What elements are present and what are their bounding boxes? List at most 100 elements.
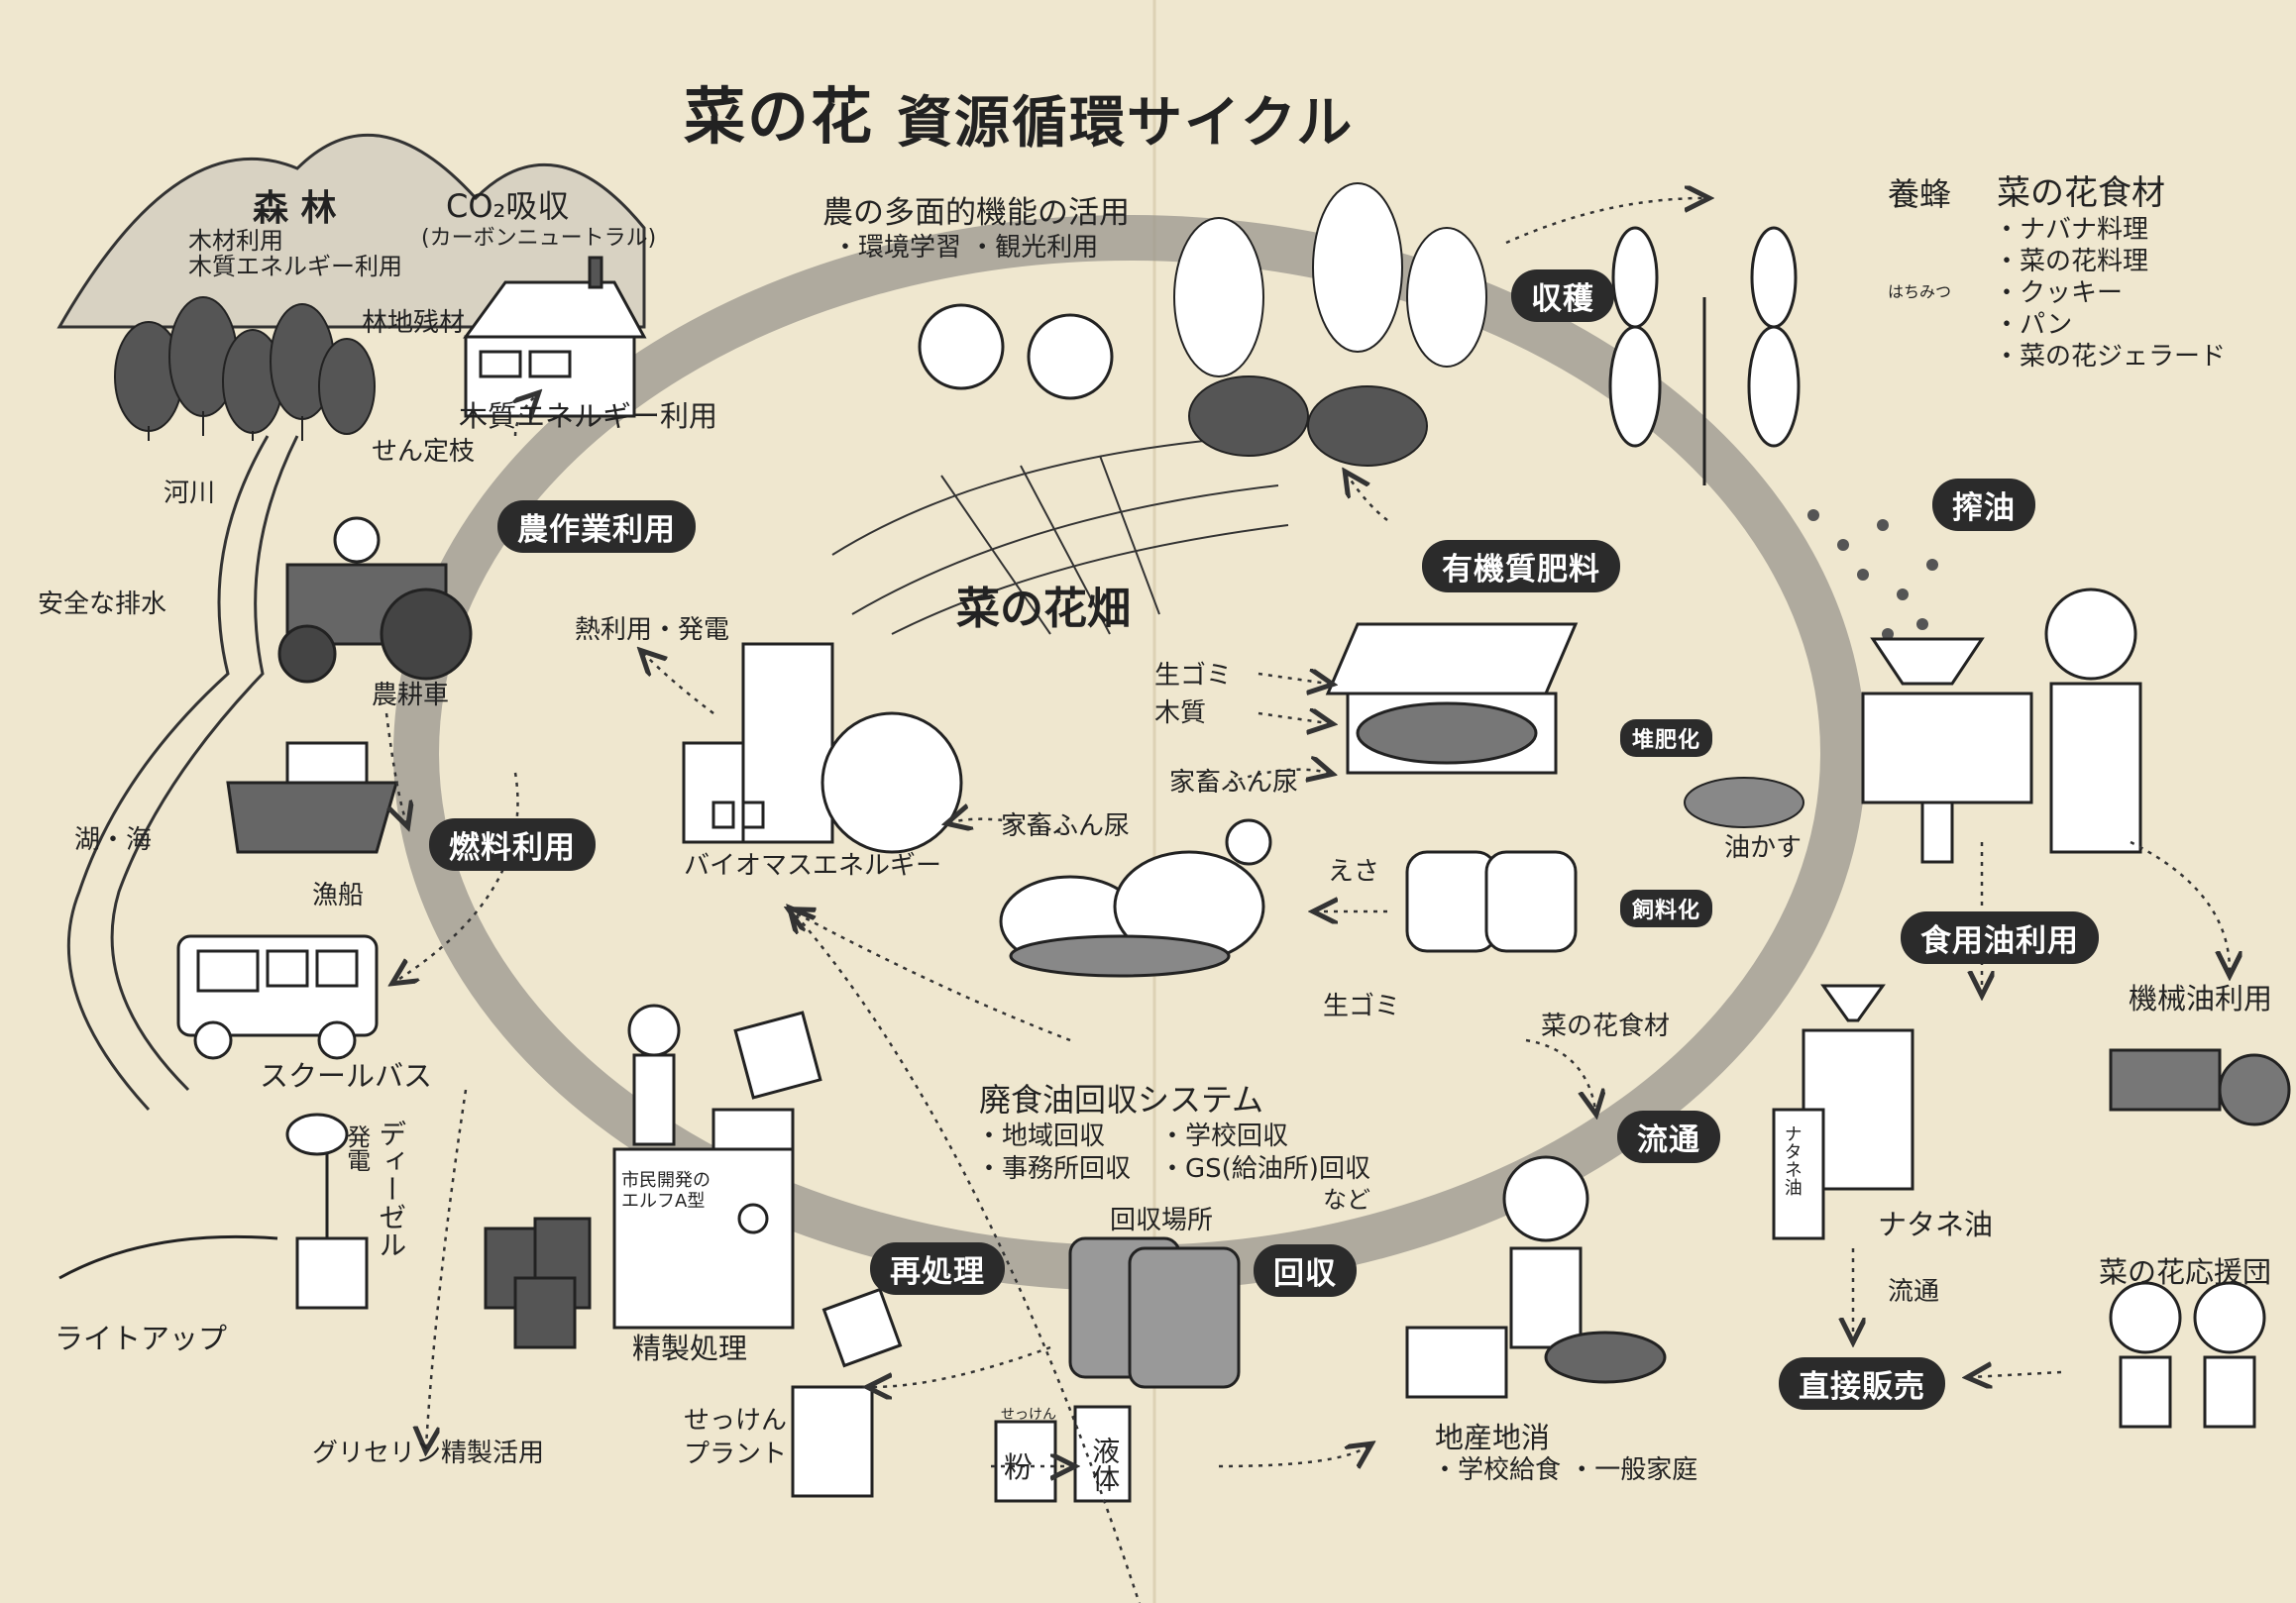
rapeseed-pods	[1608, 226, 1801, 485]
mountains	[56, 133, 646, 329]
forest-trees	[114, 296, 376, 441]
livestock-waste-label-2: 家畜ふん尿	[1169, 768, 1299, 798]
canola-flowers	[1173, 182, 1487, 467]
refining-label: 精製処理	[632, 1332, 748, 1365]
badge-edible-oil: 食用油利用	[1901, 911, 2099, 964]
badge-harvest: 収穫	[1511, 269, 1614, 322]
diesel-label: ディーゼル	[375, 1120, 408, 1258]
local-consumption-sub: ・学校給食 ・一般家庭	[1432, 1455, 1698, 1485]
raw-garbage-label-1: 生ゴミ	[1154, 661, 1233, 691]
safe-drain-label: 安全な排水	[38, 589, 167, 619]
collection-place-label: 回収場所	[1110, 1206, 1214, 1235]
soap-small-label: せっけん	[1001, 1407, 1056, 1423]
soap-plant-machine	[791, 1287, 1132, 1503]
field-rows	[831, 435, 1289, 635]
food-item-4: ・パン	[1994, 309, 2073, 340]
waste-oil-r1-b: ・学校回収	[1159, 1122, 1289, 1151]
food-item-5: ・菜の花ジェラード	[1994, 341, 2227, 372]
co2-sub: (カーボンニュートラル)	[421, 226, 657, 251]
rapeseed-oil-label: ナタネ油	[1878, 1208, 1994, 1241]
diesel-gen-label: 発電	[342, 1124, 371, 1172]
machine-oil-label: 機械油利用	[2129, 982, 2273, 1015]
forest-residue-label: 林地残材	[362, 308, 466, 338]
distribution-small-label: 流通	[1888, 1277, 1940, 1307]
food-title: 菜の花食材	[1997, 173, 2165, 213]
oil-press	[1861, 588, 2142, 864]
glycerin-label: グリセリン精製活用	[312, 1439, 545, 1468]
badge-farm-use: 農作業利用	[497, 500, 696, 553]
forest-title: 森 林	[253, 188, 337, 229]
machine-oil-tractor	[2109, 1048, 2291, 1126]
pruning-label: せん定枝	[372, 437, 476, 467]
cook	[1405, 1155, 1667, 1399]
forest-item-2: 木質エネルギー利用	[188, 253, 402, 280]
feed-bags	[1405, 850, 1578, 953]
oil-cake-label: 油かす	[1724, 833, 1803, 863]
bottle-label: ナタネ油	[1781, 1124, 1803, 1196]
fishing-boat-label: 漁船	[312, 881, 365, 910]
biomass-plant	[682, 642, 963, 854]
forest-item-1: 木材利用	[188, 227, 283, 255]
oil-container	[1772, 984, 1914, 1240]
river	[66, 435, 270, 1112]
refinery-machine	[612, 1004, 822, 1330]
supporters-label: 菜の花応援団	[2099, 1255, 2272, 1289]
fishing-boat	[226, 741, 398, 854]
wood-energy-house	[463, 256, 647, 418]
waste-oil-r2-a: ・事務所回収	[976, 1154, 1132, 1184]
food-item-1: ・ナバナ料理	[1994, 215, 2149, 245]
badge-direct-sale: 直接販売	[1779, 1357, 1945, 1410]
school-bus-label: スクールバス	[260, 1059, 433, 1093]
badge-feed-conversion: 飼料化	[1620, 890, 1713, 927]
waste-oil-etc: など	[1323, 1186, 1370, 1214]
compost-shed	[1325, 622, 1579, 775]
badge-distribution: 流通	[1617, 1111, 1720, 1163]
powder-label: 粉	[1004, 1450, 1034, 1484]
heat-power-label: 熱利用・発電	[575, 615, 730, 645]
title-main: 菜の花	[684, 80, 875, 153]
livestock	[999, 818, 1272, 978]
badge-organic-fertilizer: 有機質肥料	[1422, 540, 1620, 592]
canola-field-label: 菜の花畑	[956, 584, 1131, 634]
liquid-label: 液体	[1088, 1437, 1122, 1492]
supporters-figures	[2109, 1281, 2266, 1429]
collection-canisters	[1068, 1236, 1241, 1389]
biomass-label: バイオマスエネルギー	[684, 851, 942, 881]
badge-reprocess: 再処理	[870, 1242, 1005, 1295]
waste-oil-title: 廃食油回収システム	[979, 1081, 1264, 1119]
waste-oil-r2-b: ・GS(給油所)回収	[1159, 1154, 1370, 1184]
bus	[176, 934, 379, 1060]
flow-arrows	[384, 198, 2230, 1603]
light-stand	[58, 1113, 369, 1310]
livestock-waste-label-1: 家畜ふん尿	[1001, 811, 1131, 841]
honey-label: はちみつ	[1888, 282, 1952, 301]
title-sub: 資源循環サイクル	[897, 90, 1355, 156]
badge-compost: 堆肥化	[1620, 719, 1713, 757]
badge-collect: 回収	[1254, 1244, 1357, 1297]
woody-energy-label: 木質エネルギー利用	[459, 399, 718, 433]
oil-cake-pile	[1684, 777, 1804, 828]
agri-items: ・環境学習 ・観光利用	[832, 233, 1099, 263]
tractor	[277, 516, 473, 684]
co2-title: CO₂吸収	[446, 187, 570, 225]
food-list: ・ナバナ料理 ・菜の花料理 ・クッキー ・パン ・菜の花ジェラード	[1994, 215, 2227, 374]
farmers	[918, 303, 1114, 400]
beekeeping-label: 養蜂	[1888, 175, 1952, 213]
river-label: 河川	[164, 479, 216, 508]
seeds	[1807, 509, 1938, 640]
raw-garbage-label-2: 生ゴミ	[1323, 992, 1401, 1021]
badge-fuel-use: 燃料利用	[429, 818, 596, 871]
soap-plant-label: せっけん プラント	[684, 1406, 788, 1469]
feed-label: えさ	[1328, 857, 1380, 887]
badge-press: 搾油	[1932, 479, 2035, 531]
lake-sea-label: 湖・海	[74, 825, 153, 855]
canola-ingredients-label: 菜の花食材	[1541, 1012, 1671, 1041]
waste-oil-r1-a: ・地域回収	[976, 1122, 1106, 1151]
lightup-label: ライトアップ	[55, 1322, 228, 1355]
food-item-3: ・クッキー	[1994, 277, 2124, 308]
tractor-label: 農耕車	[372, 681, 450, 710]
agri-title: 農の多面的機能の活用	[822, 195, 1130, 231]
food-item-2: ・菜の花料理	[1994, 246, 2149, 276]
drums	[484, 1217, 592, 1349]
